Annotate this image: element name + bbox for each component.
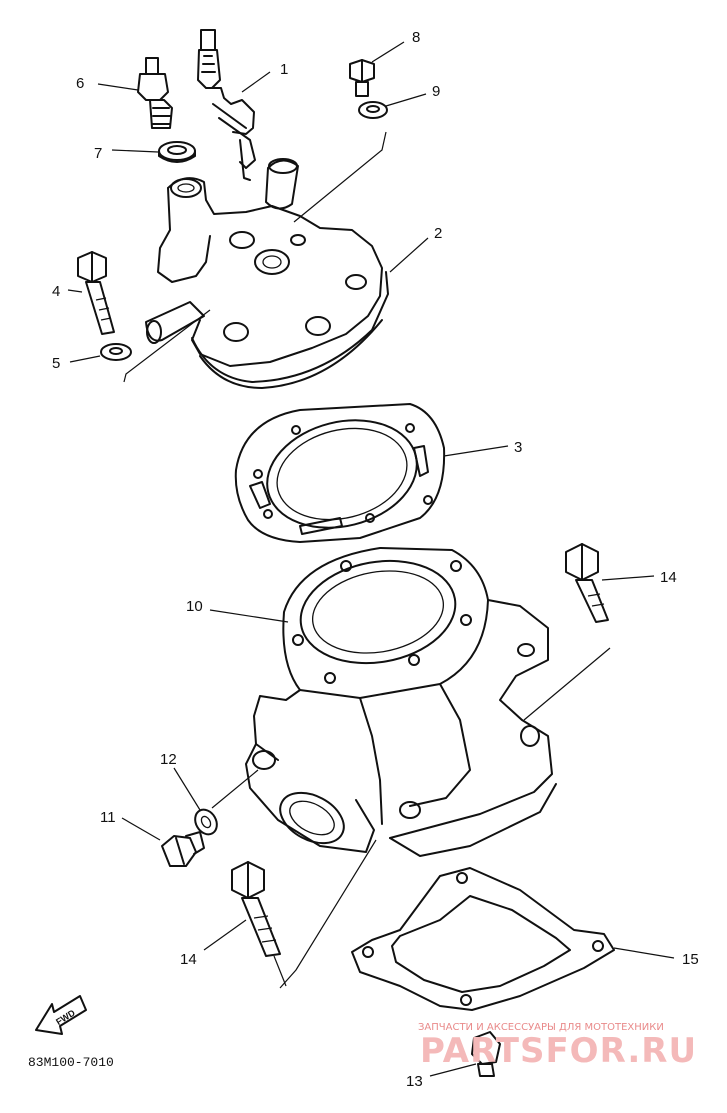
part-label-6: 6 <box>76 75 84 92</box>
temperature-sensor[interactable] <box>137 57 173 129</box>
part-label-2: 2 <box>434 225 442 242</box>
part-label-14-right: 14 <box>660 569 677 586</box>
washer-12[interactable] <box>191 806 221 839</box>
part-label-3: 3 <box>514 439 522 456</box>
bolt-8[interactable] <box>349 59 375 97</box>
leader-lines <box>67 41 675 1077</box>
part-label-15: 15 <box>682 951 699 968</box>
cylinder[interactable] <box>245 547 557 857</box>
part-label-13: 13 <box>406 1073 423 1090</box>
part-label-8: 8 <box>412 29 420 46</box>
part-label-10: 10 <box>186 598 203 615</box>
part-label-12: 12 <box>160 751 177 768</box>
part-label-1: 1 <box>280 61 288 78</box>
washer-7[interactable] <box>158 141 196 163</box>
washer-9[interactable] <box>358 101 388 119</box>
drain-bolt-11[interactable] <box>161 831 205 867</box>
part-label-11: 11 <box>100 809 116 826</box>
part-code: 83M100-7010 <box>28 1055 114 1070</box>
cylinder-head[interactable] <box>145 158 389 389</box>
bolt-4[interactable] <box>77 251 115 335</box>
head-gasket[interactable] <box>234 403 446 543</box>
part-label-14-left: 14 <box>180 951 197 968</box>
base-gasket[interactable] <box>351 867 615 1011</box>
washer-5[interactable] <box>100 343 132 361</box>
spark-plug[interactable] <box>197 29 256 181</box>
bolt-14-right[interactable] <box>565 543 609 623</box>
fwd-arrow-icon: FWD <box>35 995 87 1035</box>
part-label-5: 5 <box>52 355 60 372</box>
watermark-brand: PARTSFOR.RU <box>420 1031 697 1071</box>
part-label-4: 4 <box>52 283 60 300</box>
drain-bolt-13[interactable] <box>471 1031 501 1077</box>
watermark-tagline: ЗАПЧАСТИ И АКСЕССУАРЫ ДЛЯ МОТОТЕХНИКИ <box>418 1022 664 1033</box>
part-label-7: 7 <box>94 145 102 162</box>
bolt-14-left[interactable] <box>231 861 281 957</box>
part-label-9: 9 <box>432 83 440 100</box>
